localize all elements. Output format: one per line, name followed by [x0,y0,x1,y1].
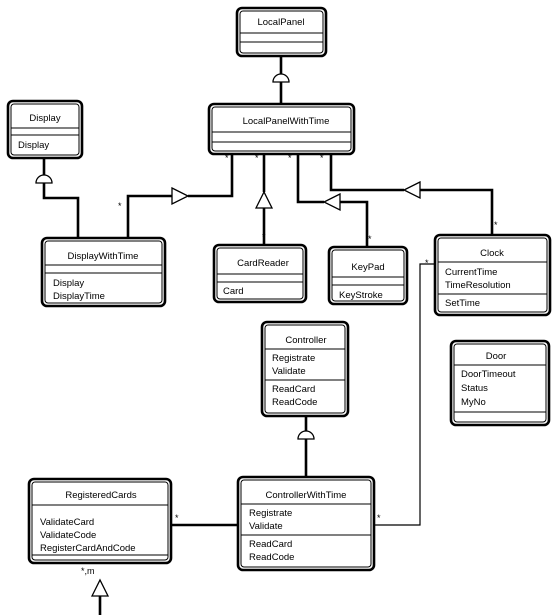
class-title: Controller [285,335,326,346]
class-displaywithtime[interactable]: DisplayWithTime Display DisplayTime [40,236,167,308]
class-title: RegisteredCards [65,490,137,501]
attribute: Registrate [272,353,315,364]
marker: * [118,201,122,211]
class-title: Display [29,113,60,124]
marker: * [377,513,381,523]
attribute: MyNo [461,397,486,408]
link-keypad-to-localpanelwithtime [340,200,369,247]
attribute: ValidateCode [40,530,96,541]
marker: * [288,153,292,163]
marker: * [262,232,266,242]
marker: * [368,234,372,244]
link-clock-to-localpanelwithtime [420,188,494,235]
operation: KeyStroke [339,290,383,301]
inheritance-arrow-cardreader [254,190,274,209]
inheritance-semicircle-localpanel [272,73,290,83]
class-door[interactable]: Door DoorTimeout Status MyNo [449,339,551,427]
connectors [35,56,494,615]
class-controllerwithtime[interactable]: ControllerWithTime Registrate Validate R… [236,475,376,572]
class-keypad[interactable]: KeyPad KeyStroke [327,245,409,306]
attribute: RegisterCardAndCode [40,543,136,554]
operation: Card [223,286,244,297]
class-title: Door [486,351,507,362]
operation: ReadCode [272,397,317,408]
class-controller[interactable]: Controller Registrate Validate ReadCard … [260,320,350,418]
operation: ReadCard [272,384,315,395]
operation: DisplayTime [53,291,105,302]
class-title: LocalPanel [257,17,304,28]
inheritance-arrow-keypad [322,192,341,212]
end-markers: * * * * * * * * * * * *,m [81,153,498,576]
class-title: LocalPanelWithTime [243,116,330,127]
class-title: KeyPad [351,262,384,273]
class-cardreader[interactable]: CardReader Card [212,243,308,304]
inheritance-semicircle-controller [297,430,315,440]
association-controllerwithtime-clock [374,263,435,526]
inheritance-semicircle-display [35,174,53,184]
link-displaywithtime-to-localpanelwithtime [126,194,172,238]
marker: * [425,258,429,268]
attribute: CurrentTime [445,267,497,278]
marker: * [494,220,498,230]
attribute: Registrate [249,508,292,519]
class-title: DisplayWithTime [68,251,139,262]
inheritance-arrow-registeredcards [90,578,110,597]
inheritance-arrow-clock [402,180,421,200]
link-displaywithtime-to-display [42,183,80,238]
operation: Display [18,140,49,151]
class-clock[interactable]: Clock CurrentTime TimeResolution SetTime [433,233,552,317]
class-title: CardReader [237,258,289,269]
marker: * [320,153,324,163]
operation: ReadCard [249,539,292,550]
operation: ReadCode [249,552,294,563]
attribute: DoorTimeout [461,369,516,380]
class-localpanelwithtime[interactable]: LocalPanelWithTime [207,102,356,156]
operation: Display [53,278,84,289]
operation: SetTime [445,298,480,309]
attribute: TimeResolution [445,280,511,291]
marker: * [225,153,229,163]
attribute: Status [461,383,488,394]
marker: * [175,513,179,523]
multiplicity-registeredcards: *,m [81,566,95,576]
class-title: ControllerWithTime [266,490,347,501]
attribute: Validate [272,366,306,377]
attribute: ValidateCard [40,517,94,528]
class-localpanel[interactable]: LocalPanel [235,6,328,58]
marker: * [255,153,259,163]
inheritance-arrow-displaywithtime [171,186,190,206]
class-registeredcards[interactable]: RegisteredCards ValidateCard ValidateCod… [27,477,173,565]
attribute: Validate [249,521,283,532]
class-display[interactable]: Display Display [6,99,84,160]
class-title: Clock [480,248,504,259]
